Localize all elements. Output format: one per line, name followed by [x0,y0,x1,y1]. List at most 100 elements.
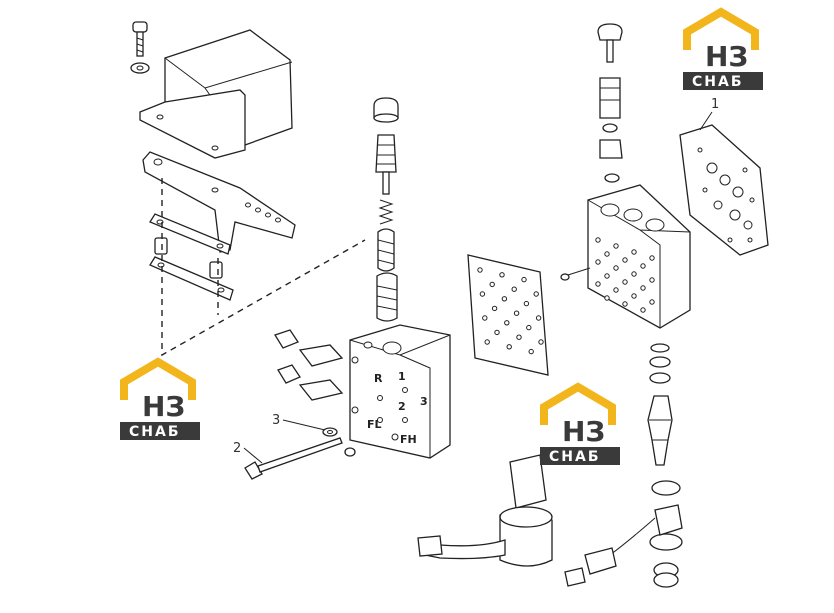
solenoid-orings [649,480,683,551]
logo-word: СНАБ [692,74,744,90]
gasket-plate-right [679,124,769,256]
plate-hole [604,273,610,279]
plate-hole [511,286,517,292]
plate-hole [743,220,753,230]
port-label-fh: FH [400,433,417,446]
plate-hole [513,310,520,316]
plate-hole [613,265,619,271]
plate-hole [640,285,646,291]
plate-hole [702,187,708,193]
callout-2: 2 [233,441,241,456]
plate-hole [613,243,619,249]
plate-hole [501,296,508,302]
small-screw-right [560,267,591,281]
plate-hole [747,237,753,243]
solenoid-nut-right [653,562,679,588]
plate-hole [533,291,539,297]
plate-hole [484,339,490,345]
plate-hole [749,197,755,203]
plate-hole [535,315,542,321]
plate-hole [649,277,655,283]
logo-band [120,422,200,440]
plate-hole [622,279,628,285]
plate-hole [706,162,718,174]
solenoid-cover [139,29,293,159]
plate-hole [719,174,731,186]
callout-3-leader [282,419,326,431]
callout-2-leader [243,447,263,464]
right-valve-body [587,184,691,329]
plate-hole [631,271,637,277]
logo-plate [558,413,602,445]
logo-plate [138,388,182,420]
port-label-r: R [374,372,383,385]
plate-hole [526,324,532,331]
spacer-plate-lower [149,256,234,301]
plate-hole [727,237,733,243]
callout-1: 1 [711,97,719,112]
right-valve-stack [597,23,623,183]
plate-hole [538,339,544,345]
logo-roof [540,382,616,425]
plate-hole [494,329,500,336]
callout-3: 3 [272,413,280,428]
plate-hole [523,300,530,307]
solenoid-assembly-center [417,454,553,567]
port-label-3: 3 [420,395,428,408]
solenoid-coil-right [564,504,683,587]
plate-hole [477,267,483,273]
plate-hole [631,249,637,255]
center-valve-stack [373,97,399,322]
plate-hole [604,251,610,257]
spacers [154,237,223,279]
logo-band [683,72,763,90]
mounting-bracket [142,151,296,253]
plate-hole [528,348,534,355]
logo-letters: НЗ [142,390,185,423]
plate-hole [489,281,495,288]
plate-hole [491,305,498,312]
plate-hole [595,281,601,287]
plate-hole [649,255,655,261]
plate-hole [595,259,601,265]
port-label-fl: FL [367,418,382,431]
logo-plate [701,38,745,70]
logo-letters: НЗ [705,40,748,73]
plate-hole [613,287,619,293]
port-label-1: 1 [398,370,406,383]
logo-letters: НЗ [562,415,605,448]
cartridge-valve [647,395,673,466]
plate-hole [506,344,512,350]
plate-hole [742,167,748,173]
port-label-2: 2 [398,400,406,413]
plate-hole [499,272,505,278]
callout-1-leader [699,111,713,131]
plate-hole [622,301,628,307]
plate-hole [504,320,510,326]
plate-hole [713,200,723,210]
plate-hole [640,307,646,313]
plate-hole [631,293,637,299]
side-plugs [274,329,344,401]
washer-item-3 [322,427,338,437]
plate-hole [649,299,655,305]
small-screw [344,447,356,457]
plate-hole [622,257,628,263]
plate-hole [732,186,744,198]
logo-roof [683,7,759,50]
plate-hole [521,276,527,283]
plate-hole [482,315,488,321]
seal-rings [649,343,671,384]
logo-word: СНАБ [549,449,601,465]
plate-hole [697,147,703,153]
cover-bolt [130,21,150,74]
gasket-plate-center [467,254,549,376]
plate-hole [640,263,646,269]
plate-hole [595,237,601,243]
logo-band [540,447,620,465]
